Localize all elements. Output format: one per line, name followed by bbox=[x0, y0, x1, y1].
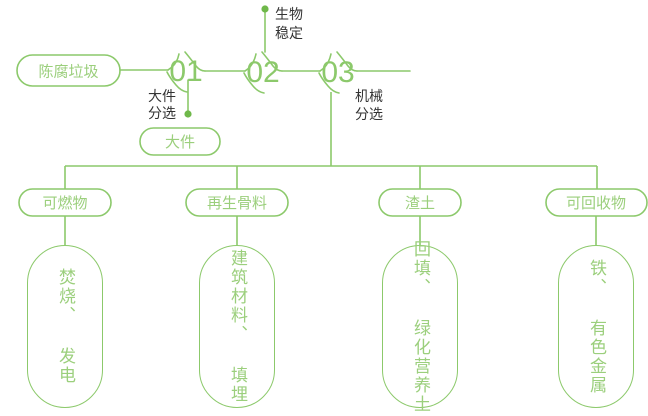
stage-02-label-line1: 生物 bbox=[275, 7, 303, 23]
stage-03-label-line1: 机械 bbox=[355, 89, 383, 105]
stage-03-bracket-upper-left bbox=[319, 53, 332, 72]
bulky-pill-shape bbox=[139, 127, 221, 156]
detail-box-2-text: 建筑材料、 填埋 bbox=[227, 249, 248, 404]
stage-03-number: 03 bbox=[321, 56, 354, 89]
output-pill-1[interactable]: 可燃物 bbox=[18, 188, 112, 217]
stage-02-label-line2: 稳定 bbox=[275, 26, 303, 42]
detail-box-2[interactable]: 建筑材料、 填埋 bbox=[199, 245, 275, 408]
detail-box-4-text: 铁、 有色金属 bbox=[586, 258, 607, 395]
output-pill-3-label: 渣土 bbox=[405, 194, 435, 212]
output-pill-4-label: 可回收物 bbox=[566, 194, 626, 212]
output-pill-2[interactable]: 再生骨料 bbox=[185, 188, 289, 217]
bulky-pill-label: 大件 bbox=[165, 133, 195, 151]
stage-03-bracket-upper-right bbox=[336, 51, 358, 72]
stage-03-label-line2: 分选 bbox=[355, 107, 383, 123]
detail-box-4[interactable]: 铁、 有色金属 bbox=[558, 245, 634, 408]
bulky-output-node[interactable]: 大件 bbox=[139, 127, 221, 156]
stage-01-bracket-lower-left bbox=[166, 71, 188, 93]
source-pill-label: 陈腐垃圾 bbox=[38, 63, 98, 81]
bio-branch-dot bbox=[261, 5, 269, 13]
stage-01-bracket-upper-left bbox=[167, 53, 180, 71]
output-pill-2-label: 再生骨料 bbox=[207, 194, 267, 212]
stage-02-bracket-upper-right bbox=[261, 51, 283, 72]
stage-03-group[interactable]: 03 bbox=[318, 51, 358, 94]
stage-02-number: 02 bbox=[246, 56, 279, 89]
detail-box-1-text: 焚烧、 发电 bbox=[55, 268, 76, 385]
stage-01-label-line1: 大件 bbox=[148, 89, 176, 105]
stage-01-number: 01 bbox=[169, 55, 202, 88]
stage-02-bracket-upper-left bbox=[244, 53, 257, 72]
source-node-group[interactable]: 陈腐垃圾 bbox=[16, 54, 121, 87]
output-pill-1-label: 可燃物 bbox=[42, 194, 87, 212]
stage-02-group[interactable]: 02 bbox=[243, 51, 283, 94]
detail-box-1[interactable]: 焚烧、 发电 bbox=[27, 245, 103, 408]
stage-01-label-line2: 分选 bbox=[148, 106, 176, 122]
stage-01-group[interactable]: 01 bbox=[166, 51, 206, 93]
stage-03-bracket-lower-left bbox=[318, 72, 340, 94]
bulky-branch-dot bbox=[184, 110, 192, 118]
output-pill-4[interactable]: 可回收物 bbox=[545, 188, 648, 217]
stage-02-bracket-lower-left bbox=[243, 72, 265, 94]
stage-01-bracket-upper-right bbox=[184, 51, 206, 72]
detail-box-3-text: 回填、 绿化营养土 bbox=[410, 239, 431, 414]
output-pill-3[interactable]: 渣土 bbox=[378, 188, 462, 217]
detail-box-3[interactable]: 回填、 绿化营养土 bbox=[382, 240, 458, 414]
